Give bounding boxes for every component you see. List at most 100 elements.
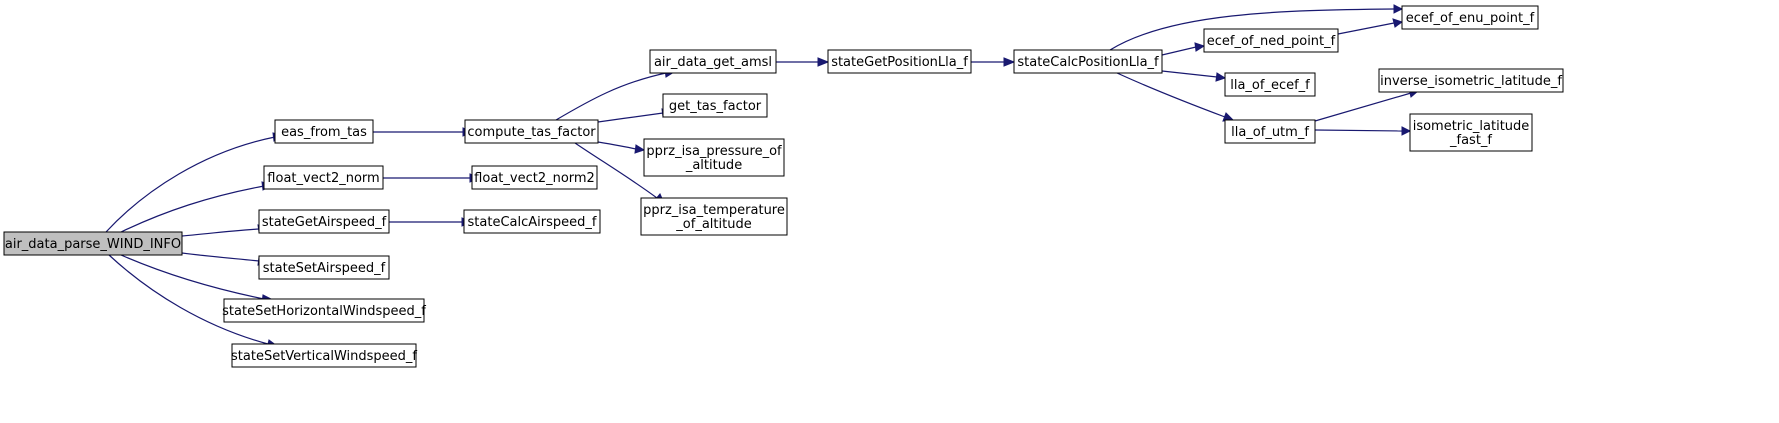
edge-line — [120, 254, 265, 300]
node-lle[interactable]: lla_of_ecef_f — [1224, 72, 1316, 97]
node-box — [258, 255, 390, 280]
edge-line — [181, 252, 260, 262]
edge-root-to-ssas — [181, 252, 270, 266]
edge-line — [1161, 70, 1218, 78]
node-ppa[interactable]: pprz_isa_pressure_of_altitude — [643, 138, 785, 177]
node-label: air_data_get_amsl — [654, 55, 772, 70]
node-box — [1224, 72, 1316, 97]
node-box — [1378, 68, 1564, 93]
edge-line — [1337, 22, 1395, 35]
edge-line — [1109, 8, 1395, 51]
edge-scpl-to-eoenu — [1109, 4, 1404, 51]
node-label: stateGetPositionLla_f — [831, 55, 968, 70]
node-label: eas_from_tas — [281, 125, 367, 140]
node-label: get_tas_factor — [669, 99, 762, 114]
edge-arrowhead — [1003, 57, 1016, 67]
node-pta[interactable]: pprz_isa_temperature_of_altitude — [640, 197, 788, 236]
edge-arrowhead — [1393, 4, 1404, 14]
node-scpl[interactable]: stateCalcPositionLla_f — [1013, 49, 1163, 74]
node-sgpl[interactable]: stateGetPositionLla_f — [827, 49, 972, 74]
node-label: stateSetAirspeed_f — [263, 261, 386, 276]
node-box — [1203, 28, 1339, 53]
edge-line — [120, 185, 265, 233]
node-eas[interactable]: eas_from_tas — [274, 119, 374, 144]
edge-root-to-eas — [105, 132, 284, 233]
node-label: lla_of_utm_f — [1231, 125, 1309, 140]
node-box — [471, 165, 598, 190]
edge-line — [574, 142, 658, 199]
node-box — [464, 119, 599, 144]
edge-line — [1314, 129, 1403, 132]
edge-sgas-to-scas — [389, 217, 473, 227]
edge-ctf-to-ppa — [597, 141, 646, 154]
edge-root-to-sshw — [120, 254, 275, 304]
node-box — [643, 138, 785, 177]
edge-eas-to-ctf — [373, 127, 474, 137]
node-label: float_vect2_norm2 — [474, 171, 595, 186]
node-scas[interactable]: stateCalcAirspeed_f — [463, 209, 601, 234]
node-label: lla_of_ecef_f — [1230, 78, 1310, 93]
edge-line — [1116, 72, 1226, 118]
node-adga[interactable]: air_data_get_amsl — [649, 49, 777, 74]
node-box — [258, 209, 390, 234]
node-box — [263, 165, 384, 190]
node-llu[interactable]: lla_of_utm_f — [1224, 119, 1316, 144]
node-label: stateSetVerticalWindspeed_f — [231, 349, 417, 364]
node-eoned[interactable]: ecef_of_ned_point_f — [1203, 28, 1339, 53]
node-ssas[interactable]: stateSetAirspeed_f — [258, 255, 390, 280]
edge-ctf-to-adga — [555, 68, 676, 121]
edge-line — [108, 254, 269, 345]
node-box — [274, 119, 374, 144]
edge-scpl-to-eoned — [1161, 42, 1206, 56]
node-ctf[interactable]: compute_tas_factor — [464, 119, 599, 144]
edge-sgpl-to-scpl — [971, 57, 1016, 67]
node-ilf[interactable]: isometric_latitude_fast_f — [1409, 113, 1533, 152]
node-label: float_vect2_norm — [267, 171, 379, 186]
edge-llu-to-iil — [1314, 88, 1420, 122]
node-label: stateCalcPositionLla_f — [1017, 55, 1159, 70]
edge-eoned-to-eoenu — [1337, 18, 1404, 35]
node-label: pprz_isa_pressure_of — [646, 144, 782, 159]
edge-line — [181, 228, 260, 237]
node-label: compute_tas_factor — [467, 125, 596, 140]
edge-arrowhead — [817, 57, 830, 67]
node-label: stateCalcAirspeed_f — [468, 215, 597, 230]
node-label: ecef_of_enu_point_f — [1406, 11, 1535, 26]
edge-root-to-sgas — [181, 224, 270, 237]
node-box — [1401, 5, 1539, 30]
node-box — [1224, 119, 1316, 144]
node-gtf[interactable]: get_tas_factor — [662, 93, 768, 118]
node-sshw[interactable]: stateSetHorizontalWindspeed_f — [222, 298, 426, 323]
node-label: _of_altitude — [675, 217, 751, 232]
node-label: _fast_f — [1449, 133, 1492, 148]
node-fv2n2[interactable]: float_vect2_norm2 — [471, 165, 598, 190]
edge-ctf-to-gtf — [597, 108, 673, 123]
node-box — [463, 209, 601, 234]
node-eoenu[interactable]: ecef_of_enu_point_f — [1401, 5, 1539, 30]
node-fv2n[interactable]: float_vect2_norm — [263, 165, 384, 190]
edge-fv2n-to-fv2n2 — [383, 173, 481, 183]
node-box — [231, 343, 417, 368]
edge-arrowhead — [634, 144, 646, 154]
edge-line — [1314, 92, 1412, 122]
node-ssvw[interactable]: stateSetVerticalWindspeed_f — [231, 343, 417, 368]
node-label: pprz_isa_temperature — [643, 203, 785, 218]
node-sgas[interactable]: stateGetAirspeed_f — [258, 209, 390, 234]
node-label: stateSetHorizontalWindspeed_f — [222, 304, 426, 319]
node-iil[interactable]: inverse_isometric_latitude_f — [1378, 68, 1564, 93]
edge-llu-to-ilf — [1314, 126, 1412, 136]
node-root[interactable]: air_data_parse_WIND_INFO — [3, 231, 183, 256]
edge-arrowhead — [1194, 42, 1206, 52]
edge-line — [1161, 46, 1197, 56]
edge-arrowhead — [1401, 126, 1412, 136]
edge-line — [105, 136, 276, 233]
node-box — [1409, 113, 1533, 152]
edge-line — [597, 112, 664, 123]
edge-line — [597, 141, 637, 150]
nodes-layer: air_data_parse_WIND_INFO eas_from_tasfloa… — [3, 5, 1564, 368]
node-box — [223, 298, 425, 323]
node-box — [3, 231, 183, 256]
node-label: inverse_isometric_latitude_f — [1380, 74, 1562, 89]
node-label: stateGetAirspeed_f — [262, 215, 387, 230]
